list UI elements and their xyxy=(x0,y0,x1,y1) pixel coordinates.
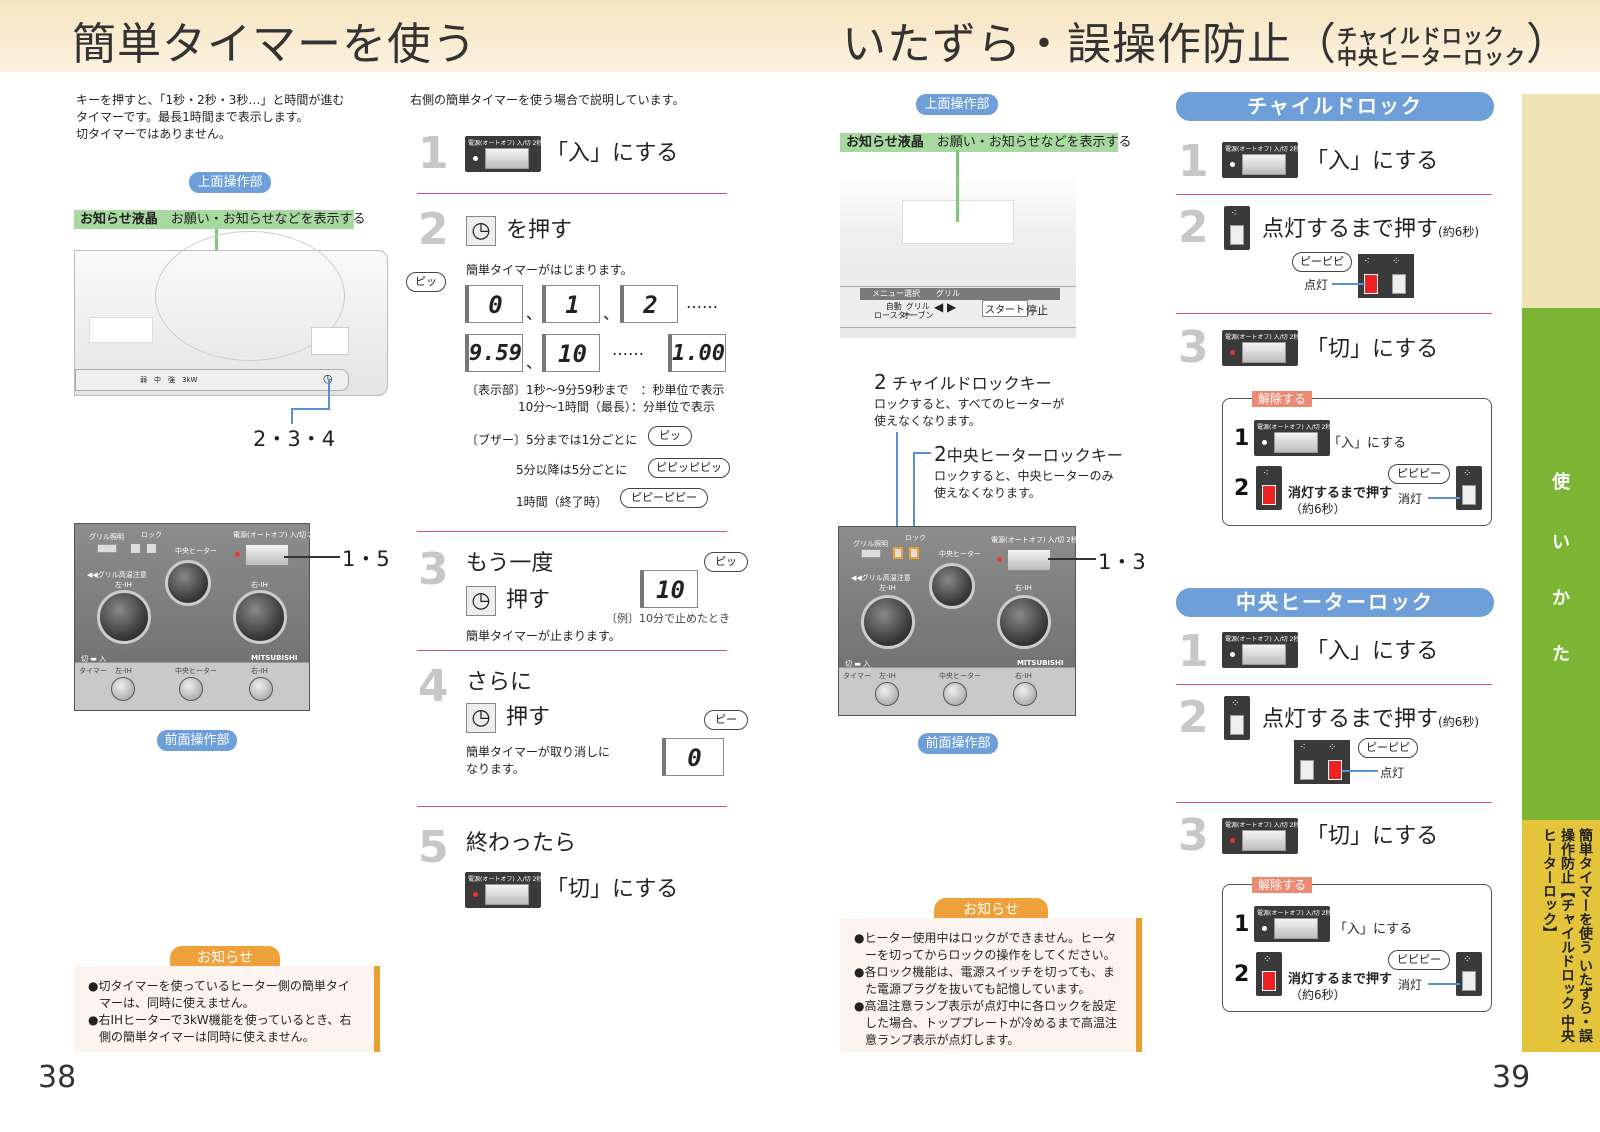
timer-icon: ◷ xyxy=(466,703,496,733)
right-front-callout: 1・3 xyxy=(1098,550,1146,574)
timer-example: 〔例〕10分で止めたとき xyxy=(606,612,730,625)
power-key: 電源(オートオフ) 入/切 2秒押し xyxy=(1222,142,1311,178)
timer-step-3-text1: もう一度 xyxy=(466,551,554,576)
timer-step-1-text: 「入」にする xyxy=(546,141,679,166)
page-number-right: 39 xyxy=(1492,1060,1531,1095)
right-page-title: いたずら・誤操作防止（チャイルドロック中央ヒーターロック） xyxy=(842,19,1571,70)
timer-step-1-number: 1 xyxy=(418,128,449,179)
top-panel-label: 上面操作部 xyxy=(189,172,271,193)
buzzer-2: 5分以降は5分ごとに xyxy=(516,463,628,477)
child-rel-1: 「入」にする xyxy=(1328,436,1407,451)
power-key: 電源(オートオフ) 入/切 2秒押し xyxy=(1254,906,1343,942)
child-lock-key: ⁖ xyxy=(1224,206,1250,250)
center-lock-key: ⁘ xyxy=(1224,696,1250,740)
center-lock-key-lit: ⁘ xyxy=(1256,952,1282,996)
timer-icon: ◷ xyxy=(466,586,496,616)
header-band xyxy=(0,0,1600,72)
timer-step-5-text1: 終わったら xyxy=(466,831,577,856)
lcd-label-bar: お知らせ液晶 お願い・お知らせなどを表示する xyxy=(74,210,366,229)
display-959: 9.59 xyxy=(465,334,523,372)
right-lcd-pointer xyxy=(956,150,959,222)
timer-step-3-sub: 簡単タイマーが止まります。 xyxy=(466,629,621,643)
child-step-3: 「切」にする xyxy=(1306,337,1439,362)
timer-key-icon: ◷ xyxy=(323,372,333,385)
display-1: 1 xyxy=(542,285,600,323)
right-lcd-label-bar: お知らせ液晶 お願い・お知らせなどを表示する xyxy=(840,133,1132,152)
timer-step-3-text2: 押す xyxy=(506,588,551,613)
top-callout: 2・3・4 xyxy=(253,427,336,451)
center-off-label: 消灯 xyxy=(1398,978,1423,992)
power-key: 電源(オートオフ) 入/切 2秒押し xyxy=(465,136,554,172)
child-lock-header: チャイルドロック xyxy=(1176,92,1494,121)
display-10: 10 xyxy=(542,334,600,372)
timer-step-2-text: を押す xyxy=(506,218,573,243)
power-key: 電源(オートオフ) 入/切 2秒押し xyxy=(1254,420,1343,456)
left-page-title: 簡単タイマーを使う xyxy=(72,19,477,70)
center-key-title: 2中央ヒーターロックキー xyxy=(934,442,1123,466)
side-tab-chapter[interactable]: 簡単タイマーを使う いたずら・誤操作防止【チャイルドロック 中央ヒーターロック】 xyxy=(1522,820,1600,1052)
timer-step-2-sub: 簡単タイマーがはじまります。 xyxy=(466,263,633,277)
front-panel-image: グリル照明 ロック 電源(オートオフ) 入/切 2秒押し 中央ヒーター ◀◀グリ… xyxy=(74,523,334,711)
buzzer-1: 〔ブザー〕5分までは1分ごとに xyxy=(466,433,638,447)
bubble-pi: ピッ xyxy=(406,272,446,292)
front-panel-label: 前面操作部 xyxy=(157,730,237,751)
child-release-box xyxy=(1222,398,1492,526)
left-note: ●切タイマーを使っているヒーター側の簡単タイマーは、同時に使えません。●右IHヒ… xyxy=(74,966,380,1052)
right-note: ●ヒーター使用中はロックができません。ヒーターを切ってからロックの操作をしてくだ… xyxy=(840,918,1142,1052)
power-key: 電源(オートオフ) 入/切 2秒押し xyxy=(1222,330,1311,366)
child-rel-2: 消灯するまで押す xyxy=(1288,486,1393,501)
display-2: 2 xyxy=(620,285,678,323)
page-number-left: 38 xyxy=(38,1060,77,1095)
timer-step-2-number: 2 xyxy=(418,204,449,255)
child-key-desc: ロックすると、すべてのヒーターが使えなくなります。 xyxy=(874,397,1065,428)
right-top-panel-label: 上面操作部 xyxy=(916,94,998,115)
child-lit-label: 点灯 xyxy=(1304,278,1329,292)
timer-step-5-text2: 「切」にする xyxy=(546,877,679,902)
display-stop-10: 10 xyxy=(640,570,698,608)
display-cancel-0: 0 xyxy=(662,738,724,776)
power-key: 電源(オートオフ) 入/切 2秒押し xyxy=(1222,632,1311,668)
center-lock-header: 中央ヒーターロック xyxy=(1176,588,1494,617)
display-0: 0 xyxy=(465,285,523,323)
child-lock-lit-diagram: ⁖⁘ xyxy=(1358,254,1414,298)
timer-step-4-number: 4 xyxy=(418,661,449,712)
child-step-2: 点灯するまで押す(約6秒) xyxy=(1262,217,1480,242)
right-front-panel-label: 前面操作部 xyxy=(918,733,998,754)
power-key: 電源(オートオフ) 入/切 2秒押し xyxy=(465,872,554,908)
center-step-3: 「切」にする xyxy=(1306,824,1439,849)
timer-step-4-text2: 押す xyxy=(506,705,551,730)
child-lock-key-off: ⁘ xyxy=(1456,466,1482,510)
timer-step-5-number: 5 xyxy=(418,822,449,873)
center-rel-1: 「入」にする xyxy=(1334,922,1413,937)
center-lit-label: 点灯 xyxy=(1380,766,1405,780)
center-step-2: 点灯するまで押す(約6秒) xyxy=(1262,707,1480,732)
timer-step-4-text1: さらに xyxy=(466,670,533,695)
front-callout: 1・5 xyxy=(342,547,390,571)
side-tab-section[interactable]: 使 い か た xyxy=(1522,308,1600,820)
center-release-title: 解除する xyxy=(1252,877,1313,893)
timer-step-3-number: 3 xyxy=(418,544,449,595)
buzzer-3: 1時間（終了時） xyxy=(516,495,608,509)
center-lock-lit-diagram: ⁖⁘ xyxy=(1294,740,1350,784)
left-intro: キーを押すと、「1秒・2秒・3秒…」と時間が進むタイマーです。最長1時間まで表示… xyxy=(76,93,345,141)
side-tab-upper xyxy=(1522,94,1600,308)
center-rel-2: 消灯するまで押す xyxy=(1288,972,1393,987)
timer-icon: ◷ xyxy=(466,216,496,246)
child-step-1: 「入」にする xyxy=(1306,149,1439,174)
center-lock-key-off: ⁘ xyxy=(1456,952,1482,996)
timer-intro: 右側の簡単タイマーを使う場合で説明しています。 xyxy=(410,93,685,107)
display-100: 1.00 xyxy=(668,334,726,372)
top-panel-image: 弱 中 強 3kW ◷ xyxy=(74,231,388,396)
child-off-label: 消灯 xyxy=(1398,492,1423,506)
child-lock-key-lit: ⁖ xyxy=(1256,466,1282,510)
right-front-panel-image: グリル照明 ロック 電源(オートオフ) 入/切 2秒押し 中央ヒーター ◀◀グリ… xyxy=(838,526,1092,716)
center-key-desc: ロックすると、中央ヒーターのみ使えなくなります。 xyxy=(934,469,1114,500)
child-release-title: 解除する xyxy=(1252,391,1313,407)
timer-step-4-sub: 簡単タイマーが取り消しになります。 xyxy=(466,745,611,776)
center-step-1: 「入」にする xyxy=(1306,639,1439,664)
power-key: 電源(オートオフ) 入/切 2秒押し xyxy=(1222,818,1311,854)
child-key-title: 2 チャイルドロックキー xyxy=(874,370,1052,394)
